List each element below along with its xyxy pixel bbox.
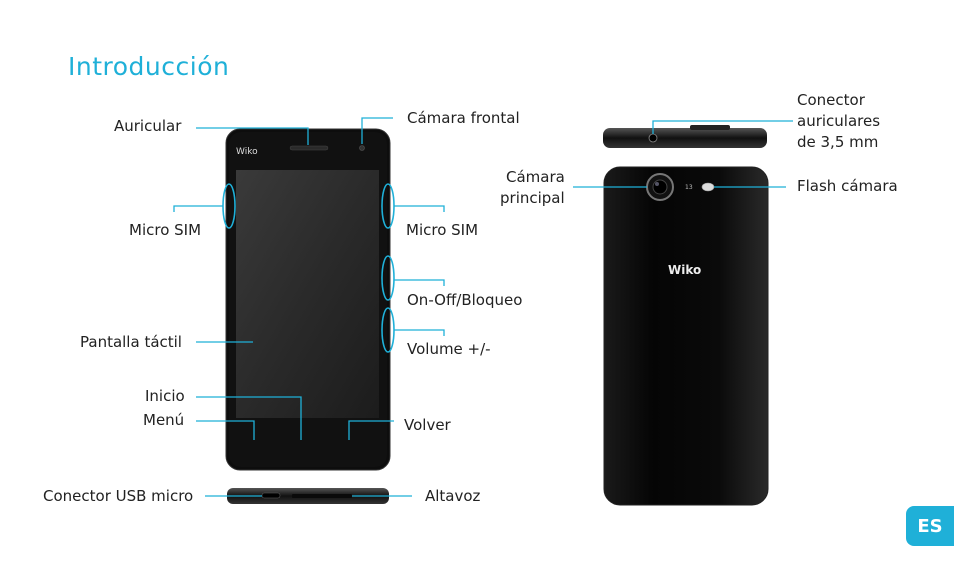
svg-text:13: 13 xyxy=(685,184,693,191)
front-phone: Wiko xyxy=(222,128,395,471)
label-micro-sim-right: Micro SIM xyxy=(406,221,479,239)
label-conector-line3: de 3,5 mm xyxy=(797,133,879,151)
top-edge xyxy=(603,125,767,148)
bottom-edge xyxy=(227,488,389,504)
leader-lines xyxy=(173,117,793,497)
earpiece-grille xyxy=(289,145,329,151)
label-on-off: On-Off/Bloqueo xyxy=(407,291,523,309)
language-badge: ES xyxy=(906,506,954,546)
usb-port xyxy=(261,492,281,499)
label-altavoz: Altavoz xyxy=(425,487,481,505)
label-camara-line1: Cámara xyxy=(506,168,565,186)
label-micro-sim-left: Micro SIM xyxy=(129,221,202,239)
label-usb: Conector USB micro xyxy=(43,487,194,505)
page-title: Introducción xyxy=(68,52,230,81)
headphone-jack xyxy=(648,133,658,143)
wiko-logo-back: Wiko xyxy=(668,263,701,277)
label-conector-line2: auriculares xyxy=(797,112,881,130)
label-camara-line2: principal xyxy=(500,189,565,207)
touch-screen xyxy=(236,170,379,418)
flash-led xyxy=(701,182,715,192)
label-auricular: Auricular xyxy=(114,117,182,135)
label-volver: Volver xyxy=(404,416,451,434)
wiko-logo-front: Wiko xyxy=(236,147,258,157)
label-inicio: Inicio xyxy=(145,387,185,405)
label-flash: Flash cámara xyxy=(797,177,898,195)
label-conector-line1: Conector xyxy=(797,91,865,109)
label-pantalla: Pantalla táctil xyxy=(80,333,182,351)
front-camera-lens xyxy=(359,145,365,151)
back-phone: 13 Wiko xyxy=(603,166,769,506)
label-menu: Menú xyxy=(143,411,185,429)
label-camara-frontal: Cámara frontal xyxy=(407,109,520,127)
label-volume: Volume +/- xyxy=(407,340,491,358)
